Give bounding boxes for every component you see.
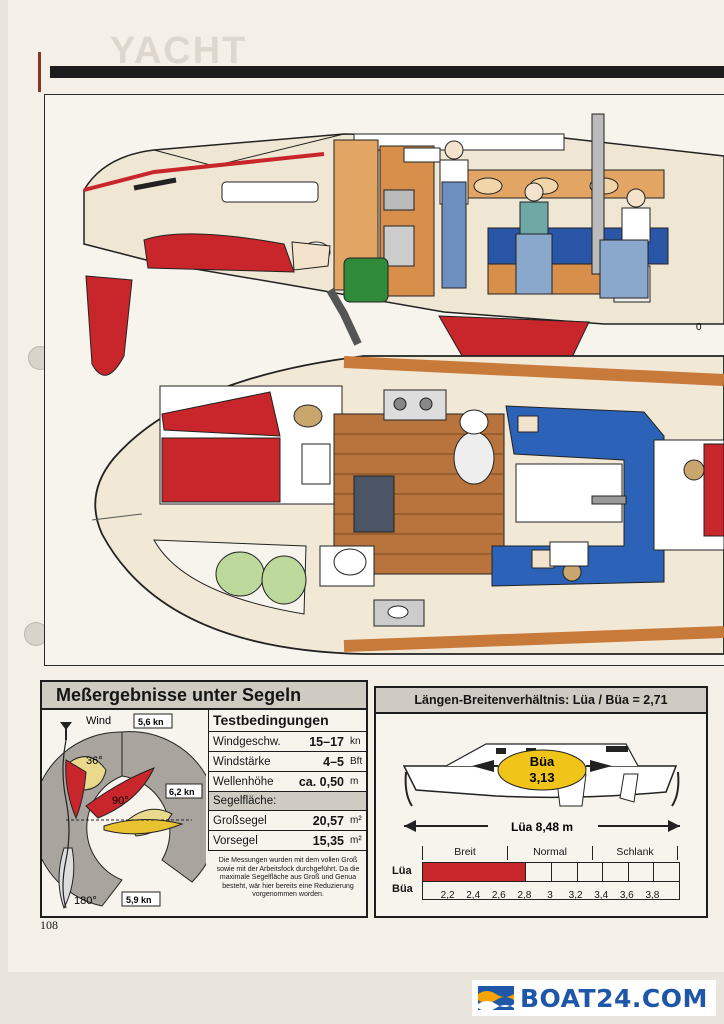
boat-interior-illustration: 0: [83, 113, 724, 655]
speed-top: 5,6 kn: [138, 717, 164, 727]
ratio-tick: 3,2: [568, 890, 583, 901]
condition-value: ca. 0,50: [298, 774, 344, 789]
ratio-cell: [423, 863, 450, 881]
boat-outline-diagram: Büa 3,13 Lüa 8,48 m: [402, 743, 680, 834]
sail-unit: m²: [350, 835, 362, 846]
condition-value: 4–5: [323, 754, 344, 769]
sail-label: Großsegel: [213, 814, 267, 827]
condition-unit: m: [350, 776, 359, 787]
angle-90: 90°: [112, 795, 129, 807]
condition-label: Windgeschw.: [213, 735, 281, 748]
measurement-title: Meßergebnisse unter Segeln: [42, 682, 366, 710]
sail-value: 15,35: [312, 833, 344, 848]
sail-area-title: Segelfläche:: [208, 792, 366, 811]
ratio-cell: [474, 863, 501, 881]
side-section-view: [83, 113, 724, 376]
ratio-row-labels: Lüa Büa: [392, 862, 422, 898]
measurement-panel: Meßergebnisse unter Segeln Wind 5,6 kn 6…: [40, 680, 368, 918]
sail-unit: m²: [350, 815, 362, 826]
page-pin-mark: [38, 52, 41, 92]
sail-value: 20,57: [312, 813, 344, 828]
condition-unit: kn: [350, 736, 361, 747]
header-rule: [50, 66, 724, 78]
boat24-watermark: BOAT24.COM: [472, 980, 716, 1016]
row-label-lua: Lüa: [392, 865, 412, 877]
ratio-cell: [628, 863, 655, 881]
bua-value: 3,13: [529, 770, 554, 785]
speed-right: 6,2 kn: [169, 787, 195, 797]
ratio-categories: Breit Normal Schlank: [422, 846, 678, 860]
boat24-logo-text: BOAT24.COM: [520, 984, 708, 1013]
ratio-tick: 2,6: [491, 890, 506, 901]
category-normal: Normal: [507, 846, 592, 860]
condition-row: Windstärke 4–5 Bft: [208, 752, 366, 772]
condition-row: Windgeschw. 15–17 kn: [208, 732, 366, 752]
ratio-tick: 3,4: [594, 890, 609, 901]
sail-row: Vorsegel 15,35 m²: [208, 831, 366, 851]
ratio-tick: 2,2: [440, 890, 455, 901]
ratio-cell: [499, 863, 527, 881]
lua-label: Lüa 8,48 m: [511, 820, 573, 834]
ratio-title: Längen-Breitenverhältnis: Lüa / Büa = 2,…: [376, 688, 706, 714]
bleed-through-header: YACHT: [110, 30, 248, 72]
logo-domain: .COM: [631, 983, 708, 1013]
condition-unit: Bft: [350, 756, 363, 767]
ratio-cell: [577, 863, 604, 881]
category-breit: Breit: [422, 846, 507, 860]
ratio-tick: 3,8: [645, 890, 660, 901]
sail-label: Vorsegel: [213, 834, 258, 847]
ratio-cell: [551, 863, 578, 881]
measurement-note: Die Messungen wurden mit dem vollen Groß…: [216, 857, 360, 898]
condition-row: Wellenhöhe ca. 0,50 m: [208, 772, 366, 792]
speed-bottom: 5,9 kn: [126, 895, 152, 905]
ratio-cell: [602, 863, 629, 881]
ratio-scale: Breit Normal Schlank Lüa Büa 2,2 2,4 2,6 2,…: [392, 846, 688, 908]
logo-brand: BOAT24: [520, 983, 632, 1013]
category-schlank: Schlank: [592, 846, 678, 860]
plan-view: [91, 355, 724, 655]
angle-180: 180°: [74, 895, 97, 907]
page-number: 108: [40, 918, 58, 932]
angle-36: 36°: [86, 755, 103, 767]
sail-row: Großsegel 20,57 m²: [208, 811, 366, 831]
bua-label: Büa: [530, 754, 555, 769]
ratio-grid: [422, 862, 680, 900]
conditions-title: Testbedingungen: [208, 710, 366, 732]
ratio-tick: 2,8: [517, 890, 532, 901]
condition-value: 15–17: [309, 734, 344, 749]
condition-label: Wellenhöhe: [213, 775, 274, 788]
ratio-cell: [525, 863, 552, 881]
ratio-tick: 3,6: [619, 890, 634, 901]
scale-mark: 0: [696, 322, 702, 333]
wind-label: Wind: [86, 715, 111, 727]
sailing-angle-diagram: Wind 5,6 kn 6,2 kn 5,9 kn 36° 90° 180°: [42, 713, 206, 910]
ratio-tick: 3: [547, 890, 553, 901]
ratio-panel: Längen-Breitenverhältnis: Lüa / Büa = 2,…: [374, 686, 708, 918]
ratio-cell: [448, 863, 476, 881]
ratio-tick: 2,4: [466, 890, 481, 901]
condition-label: Windstärke: [213, 755, 271, 768]
wave-logo-icon: [478, 986, 514, 1011]
ratio-cell: [653, 863, 680, 881]
row-label-bua: Büa: [392, 883, 413, 895]
test-conditions-table: Testbedingungen Windgeschw. 15–17 kn Win…: [208, 710, 366, 900]
